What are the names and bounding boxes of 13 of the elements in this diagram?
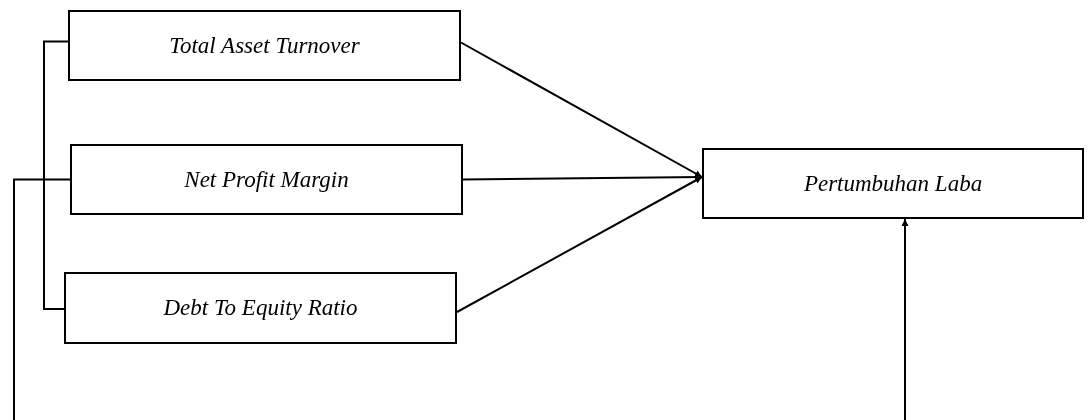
bracket-line — [43, 40, 69, 310]
variable-box — [64, 272, 457, 344]
variable-box — [70, 144, 463, 215]
variable-label: Total Asset Turnover — [169, 32, 360, 59]
variable-label: Debt To Equity Ratio — [163, 295, 358, 321]
variable-box — [68, 10, 461, 81]
variable-label: Net Profit Margin — [184, 166, 349, 193]
variable-box — [702, 148, 1084, 219]
arrow — [462, 173, 703, 181]
variable-label: Pertumbuhan Laba — [803, 170, 983, 197]
arrow — [460, 41, 703, 178]
arrow — [13, 178, 909, 420]
arrow — [456, 176, 703, 313]
